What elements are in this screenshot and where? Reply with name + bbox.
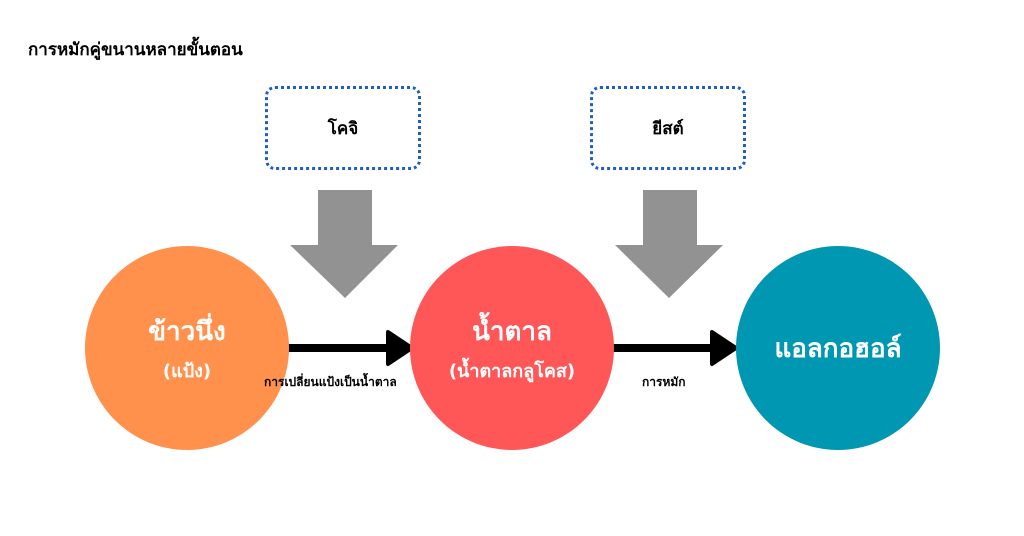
node-steamed-rice: ข้าวนึ่ง (แป้ง) (85, 246, 289, 450)
node-label: น้ำตาล (472, 317, 552, 347)
node-sublabel: (แป้ง) (162, 361, 212, 382)
node-alcohol: แอลกอฮอล์ (736, 246, 940, 450)
diagram-title: การหมักคู่ขนานหลายขั้นตอน (28, 40, 243, 60)
down-arrow-koji (290, 190, 398, 298)
node-sublabel: (น้ำตาลกลูโคส) (448, 361, 576, 382)
node-sugar: น้ำตาล (น้ำตาลกลูโคส) (410, 246, 614, 450)
node-label: แอลกอฮอล์ (774, 333, 902, 364)
edge-label-saccharification: การเปลี่ยนแป้งเป็นน้ำตาล (264, 375, 397, 389)
down-arrow-yeast (615, 190, 723, 298)
agent-box-koji: โคจิ (265, 86, 421, 170)
edge-arrowhead (710, 330, 738, 366)
agent-label: โคจิ (327, 118, 359, 139)
node-label: ข้าวนึ่ง (148, 317, 226, 347)
agent-box-yeast: ยีสต์ (590, 86, 746, 170)
agent-label: ยีสต์ (652, 118, 684, 139)
edge-arrowhead (386, 330, 414, 366)
edge-label-fermentation: การหมัก (642, 375, 686, 389)
